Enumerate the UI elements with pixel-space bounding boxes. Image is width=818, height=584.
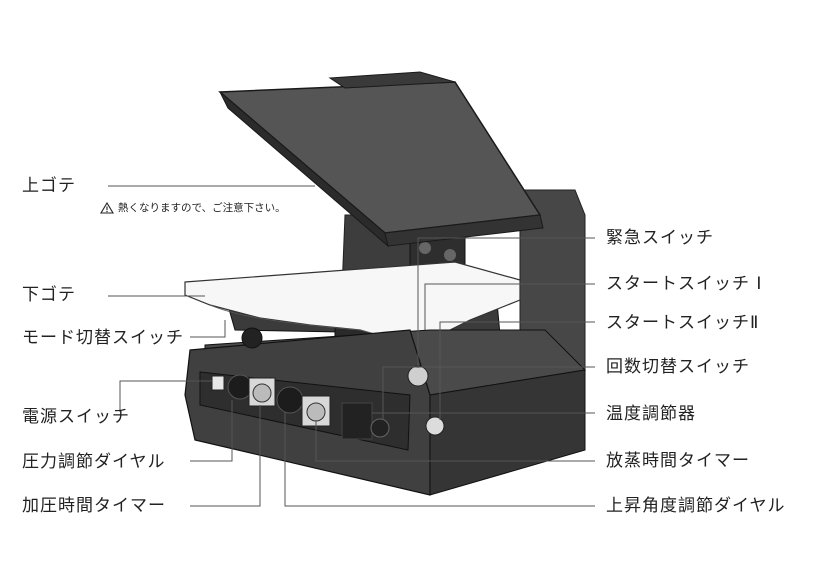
- label-power-switch: 電源スイッチ: [22, 407, 130, 427]
- emergency-switch-shape: [407, 365, 429, 387]
- label-steam-timer: 放蒸時間タイマー: [606, 451, 750, 471]
- label-lift-dial: 上昇角度調節ダイヤル: [606, 496, 786, 516]
- label-mode-switch: モード切替スイッチ: [22, 328, 184, 348]
- label-emergency-switch: 緊急スイッチ: [606, 228, 714, 248]
- temp-controller-shape: [341, 402, 373, 440]
- label-start-switch-2: スタートスイッチⅡ: [606, 313, 760, 333]
- leader-lines: [108, 185, 595, 507]
- warning-note: 熱くなりますので、ご注意下さい。: [100, 200, 286, 215]
- label-pressure-dial: 圧力調節ダイヤル: [22, 452, 166, 472]
- press-timer-shape: [252, 383, 272, 403]
- start-switch-2-shape: [425, 416, 445, 436]
- label-press-timer: 加圧時間タイマー: [22, 496, 166, 516]
- power-switch-shape: [211, 375, 225, 391]
- label-upper-plate: 上ゴテ: [22, 176, 76, 196]
- steam-timer-shape: [306, 402, 326, 422]
- label-count-switch: 回数切替スイッチ: [606, 357, 750, 377]
- label-lower-plate: 下ゴテ: [22, 285, 76, 305]
- warning-triangle-icon: [100, 201, 114, 214]
- warning-text: 熱くなりますので、ご注意下さい。: [118, 202, 286, 214]
- pressure-dial-shape: [227, 374, 253, 400]
- label-start-switch-1: スタートスイッチ Ⅰ: [606, 274, 763, 294]
- label-temp-controller: 温度調節器: [606, 404, 696, 424]
- mode-switch-knob: [241, 327, 263, 349]
- start-switch-1-shape: [370, 418, 390, 438]
